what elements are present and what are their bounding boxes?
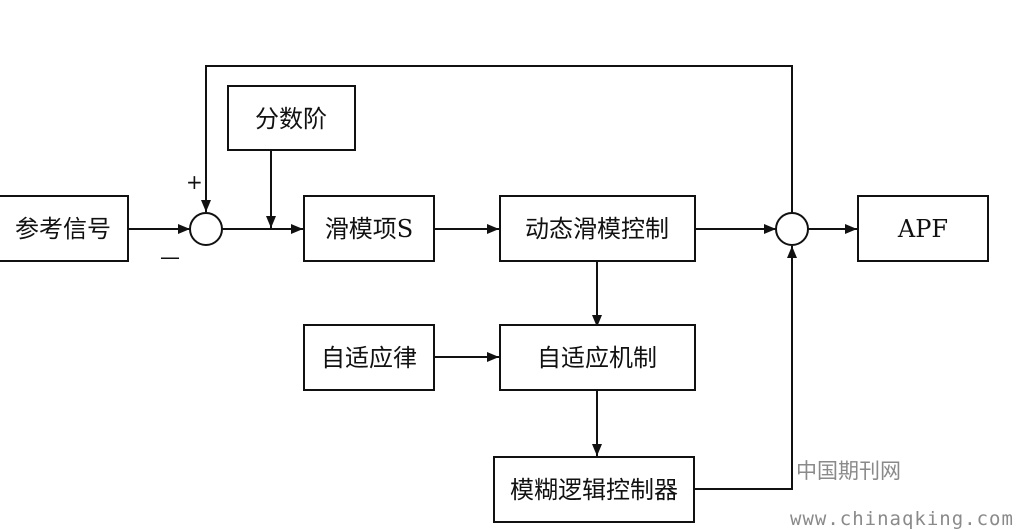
fuzzy-to-sum2-path [694,246,797,490]
minus-sign: — [160,245,180,269]
block-label-dynamic-sliding-control: 动态滑模控制 [525,215,669,243]
summing-junction-2 [775,212,809,246]
block-sliding-term: 滑模项S [303,195,435,262]
summing-junction-1 [189,212,223,246]
plus-sign: + [186,170,203,194]
block-label-fuzzy-logic-controller: 模糊逻辑控制器 [510,476,678,504]
block-reference-signal: 参考信号 [0,195,129,262]
block-label-adaptive-law: 自适应律 [321,344,417,372]
block-label-adaptive-mechanism: 自适应机制 [537,344,657,372]
block-adaptive-law: 自适应律 [303,324,435,391]
block-dynamic-sliding-control: 动态滑模控制 [499,195,696,262]
block-label-fractional-order: 分数阶 [255,105,327,133]
block-fuzzy-logic-controller: 模糊逻辑控制器 [493,456,695,523]
watermark-site-url: www.chinaqking.com [790,508,1014,530]
block-fractional-order: 分数阶 [227,85,356,151]
watermark-site-name: 中国期刊网 [796,459,901,483]
block-label-apf: APF [897,215,948,243]
block-apf: APF [857,195,989,262]
block-label-sliding-term: 滑模项S [325,215,413,243]
block-adaptive-mechanism: 自适应机制 [499,324,696,391]
connections [128,65,857,490]
block-label-reference-signal: 参考信号 [15,215,111,243]
feedback-loop-path [201,65,793,213]
